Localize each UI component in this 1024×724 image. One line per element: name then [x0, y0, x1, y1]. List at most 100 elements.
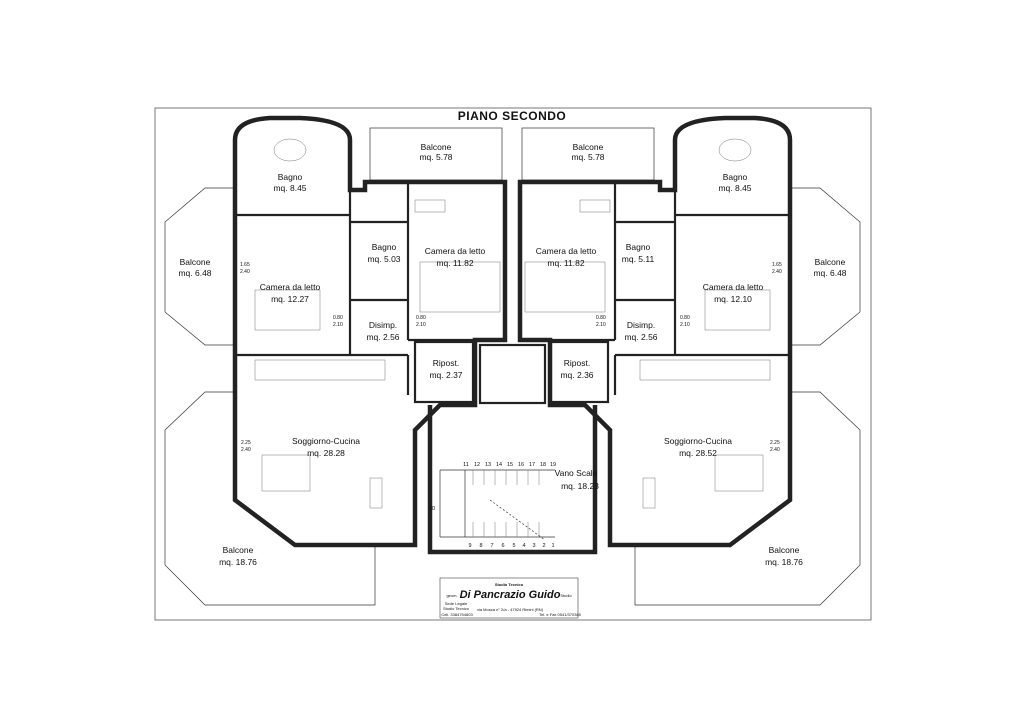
step-2: 2	[542, 543, 545, 549]
room-name-camera-center-right: Camera da letto	[536, 246, 597, 256]
room-name-soggiorno-left: Soggiorno-Cucina	[292, 436, 360, 446]
stamp-line-2: Studio Tecnico	[443, 606, 470, 611]
room-area-balcone-bottom-right: mq. 18.76	[765, 557, 803, 567]
sofa-right	[642, 477, 656, 509]
ripost-left-walls	[413, 340, 475, 404]
room-name-bagno-top-left: Bagno	[278, 172, 303, 182]
bathtub-right	[718, 138, 752, 162]
step-10: 10	[429, 506, 435, 512]
bed-center-right	[524, 261, 606, 313]
stamp-box	[439, 577, 579, 619]
step-4: 4	[522, 543, 525, 549]
kitchen-counter-right	[639, 359, 771, 381]
room-area-bagno-top-right: mq. 8.45	[718, 183, 751, 193]
room-area-vano-scale: mq. 18.23	[561, 481, 599, 491]
stamp-name: Di Pancrazio Guido	[460, 589, 561, 601]
stamp-suffix: Studio	[560, 593, 572, 598]
room-name-vano-scale: Vano Scale	[555, 468, 598, 478]
ripost-right-walls	[548, 340, 610, 404]
dim-door-h-right: 2.10	[680, 322, 690, 328]
stamp-heading: Studio Tecnico	[495, 582, 524, 587]
dim-window-living-h: 2.40	[241, 447, 251, 453]
step-1: 1	[551, 543, 554, 549]
room-name-balcone-top-left: Balcone	[421, 142, 452, 152]
stamp-line-1: Sede Legale	[445, 601, 468, 606]
drawing-frame	[154, 107, 872, 621]
room-name-camera-side-right: Camera da letto	[703, 282, 764, 292]
room-area-soggiorno-left: mq. 28.28	[307, 448, 345, 458]
step-6: 6	[501, 543, 504, 549]
step-8: 8	[479, 543, 482, 549]
wall-stair-core	[427, 405, 598, 555]
stair-treads	[472, 470, 540, 537]
stamp-phone: Tel. e Fax 0541/370365	[539, 612, 582, 617]
room-name-disimp-left: Disimp.	[369, 320, 397, 330]
sink-left	[414, 199, 446, 213]
room-name-soggiorno-right: Soggiorno-Cucina	[664, 436, 732, 446]
dining-table-right	[714, 454, 764, 492]
step-15: 15	[507, 462, 513, 468]
dim-window-h: 2.40	[240, 269, 250, 275]
step-18: 18	[540, 462, 546, 468]
dim-door-h: 2.10	[333, 322, 343, 328]
plan-title: PIANO SECONDO	[458, 109, 567, 123]
bed-right	[704, 289, 771, 331]
room-area-bagno-small-left: mq. 5.03	[367, 254, 400, 264]
bathtub-left	[273, 138, 307, 162]
room-area-balcone-side-right: mq. 6.48	[813, 268, 846, 278]
room-labels: Balcone mq. 5.78 Balcone mq. 5.78 Bagno …	[178, 142, 846, 567]
room-name-balcone-top-right: Balcone	[573, 142, 604, 152]
step-14: 14	[496, 462, 502, 468]
wall-right-apartment	[517, 115, 793, 548]
step-5: 5	[512, 543, 515, 549]
fixtures	[254, 138, 771, 509]
step-3: 3	[532, 543, 535, 549]
room-name-balcone-side-left: Balcone	[180, 257, 211, 267]
step-12: 12	[474, 462, 480, 468]
studio-stamp: Studio Tecnico geom. Di Pancrazio Guido …	[439, 577, 582, 619]
dim-door-center-h-right: 2.10	[596, 322, 606, 328]
room-area-ripost-left: mq. 2.37	[429, 370, 462, 380]
step-13: 13	[485, 462, 491, 468]
balcone-bottom-left-outline	[164, 391, 376, 606]
room-area-ripost-right: mq. 2.36	[560, 370, 593, 380]
step-16: 16	[518, 462, 524, 468]
balcone-bottom-right-outline	[634, 391, 861, 606]
step-17: 17	[529, 462, 535, 468]
dim-window-living-w-right: 2.25	[770, 440, 780, 446]
dim-window-h-right: 2.40	[772, 269, 782, 275]
room-name-balcone-side-right: Balcone	[815, 257, 846, 267]
room-area-balcone-side-left: mq. 6.48	[178, 268, 211, 278]
room-area-camera-center-right: mq. 11.82	[547, 258, 584, 268]
dim-window-living-w: 2.25	[241, 440, 251, 446]
step-19: 19	[550, 462, 556, 468]
room-area-bagno-small-right: mq. 5.11	[622, 254, 655, 264]
stairs: 11 12 13 14 15 16 17 18 19 9 8 7 6 5 4 3…	[429, 462, 556, 549]
room-name-bagno-small-left: Bagno	[372, 242, 397, 252]
room-name-camera-center-left: Camera da letto	[425, 246, 486, 256]
stamp-address: via Mosca n° 2/a - 47924 Rimini (RN)	[477, 607, 544, 612]
dimension-labels: 1.65 2.40 1.65 2.40 0.80 2.10 0.80 2.10 …	[240, 262, 782, 453]
room-area-balcone-bottom-left: mq. 18.76	[219, 557, 257, 567]
room-area-bagno-top-left: mq. 8.45	[273, 183, 306, 193]
room-area-camera-side-right: mq. 12.10	[714, 294, 752, 304]
room-area-camera-center-left: mq. 11.82	[436, 258, 473, 268]
room-area-balcone-top-left: mq. 5.78	[419, 152, 452, 162]
wall-left-apartment	[232, 115, 508, 548]
room-name-balcone-bottom-right: Balcone	[769, 545, 800, 555]
step-7: 7	[490, 543, 493, 549]
lift-shaft	[478, 343, 547, 405]
dim-window-w: 1.65	[240, 262, 250, 268]
kitchen-counter-left	[254, 359, 386, 381]
stamp-prefix: geom.	[446, 593, 457, 598]
dim-window-living-h-right: 2.40	[770, 447, 780, 453]
room-area-balcone-top-right: mq. 5.78	[571, 152, 604, 162]
room-name-balcone-bottom-left: Balcone	[223, 545, 254, 555]
room-area-disimp-left: mq. 2.56	[366, 332, 399, 342]
balconies	[164, 127, 861, 606]
stair-direction-arrow	[489, 499, 546, 541]
bed-left	[254, 289, 321, 331]
room-area-camera-side-left: mq. 12.27	[271, 294, 309, 304]
sofa-left	[369, 477, 383, 509]
room-area-soggiorno-right: mq. 28.52	[679, 448, 717, 458]
